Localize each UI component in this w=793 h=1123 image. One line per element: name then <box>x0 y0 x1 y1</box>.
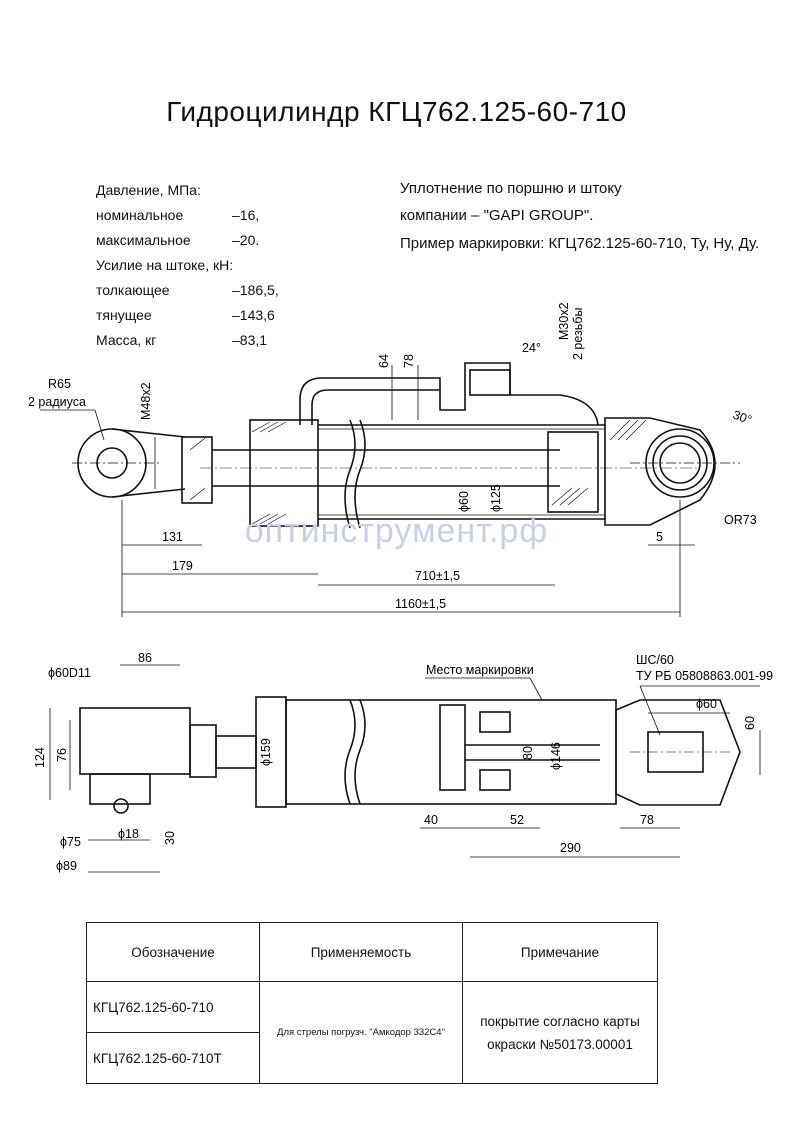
push-label: толкающее <box>96 282 170 298</box>
pull-label: тянущее <box>96 307 152 323</box>
dim-78: 78 <box>402 354 416 368</box>
valve-block <box>439 704 466 791</box>
dim-86: 86 <box>138 651 152 665</box>
dim-64: 64 <box>377 354 391 368</box>
dim-710: 710±1,5 <box>415 569 460 583</box>
seal-note: Уплотнение по поршню и штоку <box>400 180 622 197</box>
dim-290: 290 <box>560 841 581 855</box>
bottom-cap <box>604 417 716 526</box>
max-label: максимальное <box>96 232 191 248</box>
top-view <box>72 362 740 529</box>
drawing-title: Гидроцилиндр КГЦ762.125-60-710 <box>166 96 627 127</box>
gland <box>249 419 319 527</box>
piston <box>547 431 599 513</box>
table-header-note: Примечание <box>462 922 658 982</box>
nominal-label: номинальное <box>96 207 184 223</box>
dim-phi125: ϕ125 <box>489 484 503 512</box>
marking-place-label: Место маркировки <box>426 663 534 677</box>
force-header: Усилие на штоке, кН: <box>96 257 234 273</box>
dim-phi159: ϕ159 <box>259 738 273 766</box>
max-value: –20. <box>232 232 260 248</box>
table-note-line-1: покрытие согласно карты <box>480 1013 640 1029</box>
dim-or73: OR73 <box>724 513 757 527</box>
dim-phi60d11: ϕ60D11 <box>48 666 91 680</box>
bottom-view <box>79 696 741 814</box>
rod-eye-side <box>79 707 191 775</box>
barrel-side <box>285 699 617 805</box>
nominal-value: –16, <box>232 207 260 223</box>
dim-angle-24: 24° <box>522 341 541 355</box>
dim-60: 60 <box>743 716 757 730</box>
table-header-application: Применяемость <box>259 922 463 982</box>
dim-phi146: ϕ146 <box>549 742 563 770</box>
dim-40: 40 <box>424 813 438 827</box>
port-fitting <box>469 369 511 396</box>
dim-m48: M48x2 <box>139 382 153 420</box>
bottom-eye-outer <box>645 428 715 498</box>
dim-phi60: ϕ60 <box>457 491 471 512</box>
top-dimension-lines <box>40 365 695 617</box>
mass-value: –83,1 <box>232 332 268 348</box>
dim-phi89: ϕ89 <box>56 859 77 873</box>
watermark-text: оптинструмент.рф <box>244 512 549 550</box>
dim-179: 179 <box>172 559 193 573</box>
table-note-line-2: окраски №50173.00001 <box>487 1036 633 1052</box>
dim-r65: R65 <box>48 377 71 391</box>
table-note-cell: покрытие согласно карты окраски №50173.0… <box>462 981 658 1084</box>
table-row-1-code: КГЦ762.125-60-710 <box>86 981 260 1033</box>
push-value: –186,5, <box>232 282 279 298</box>
dim-phi18: ϕ18 <box>118 827 139 841</box>
dim-124: 124 <box>33 747 47 768</box>
hydraulic-pipe <box>299 362 599 426</box>
dim-m30: M30x2 <box>557 302 571 340</box>
bearing-tu-label: ТУ РБ 05808863.001-99 <box>636 669 773 683</box>
pull-value: –143,6 <box>232 307 275 323</box>
dim-phi60-bottom: ϕ60 <box>696 697 717 711</box>
dim-78-bottom: 78 <box>640 813 654 827</box>
dim-5: 5 <box>656 530 663 544</box>
rod-head <box>181 436 213 504</box>
dim-phi75: ϕ75 <box>60 835 81 849</box>
table-header-designation: Обозначение <box>86 922 260 982</box>
mass-label: Масса, кг <box>96 332 157 348</box>
bottom-eye-side <box>615 699 741 806</box>
dim-76: 76 <box>55 748 69 762</box>
break-line <box>344 419 356 529</box>
dim-r65-sub: 2 радиуса <box>28 395 86 409</box>
bottom-dimension-lines <box>49 664 761 873</box>
seal-company-note: компании – "GAPI GROUP". <box>400 207 594 224</box>
dim-52: 52 <box>510 813 524 827</box>
dim-1160: 1160±1,5 <box>395 597 446 611</box>
hatching <box>189 419 647 525</box>
dim-angle-30: 30° <box>731 408 754 428</box>
application-table: Обозначение Применяемость Примечание КГЦ… <box>86 922 658 1084</box>
dim-m30-sub: 2 резьбы <box>571 308 585 360</box>
dim-80: 80 <box>521 746 535 760</box>
pressure-header: Давление, МПа: <box>96 182 201 198</box>
dim-131: 131 <box>162 530 183 544</box>
dim-30: 30 <box>163 831 177 845</box>
bearing-shs-label: ШС/60 <box>636 653 674 667</box>
table-row-2-code: КГЦ762.125-60-710Т <box>86 1032 260 1084</box>
marking-example-note: Пример маркировки: КГЦ762.125-60-710, Ту… <box>400 235 760 252</box>
table-application-cell: Для стрелы погрузч. "Амкодор 332С4" <box>259 981 463 1084</box>
